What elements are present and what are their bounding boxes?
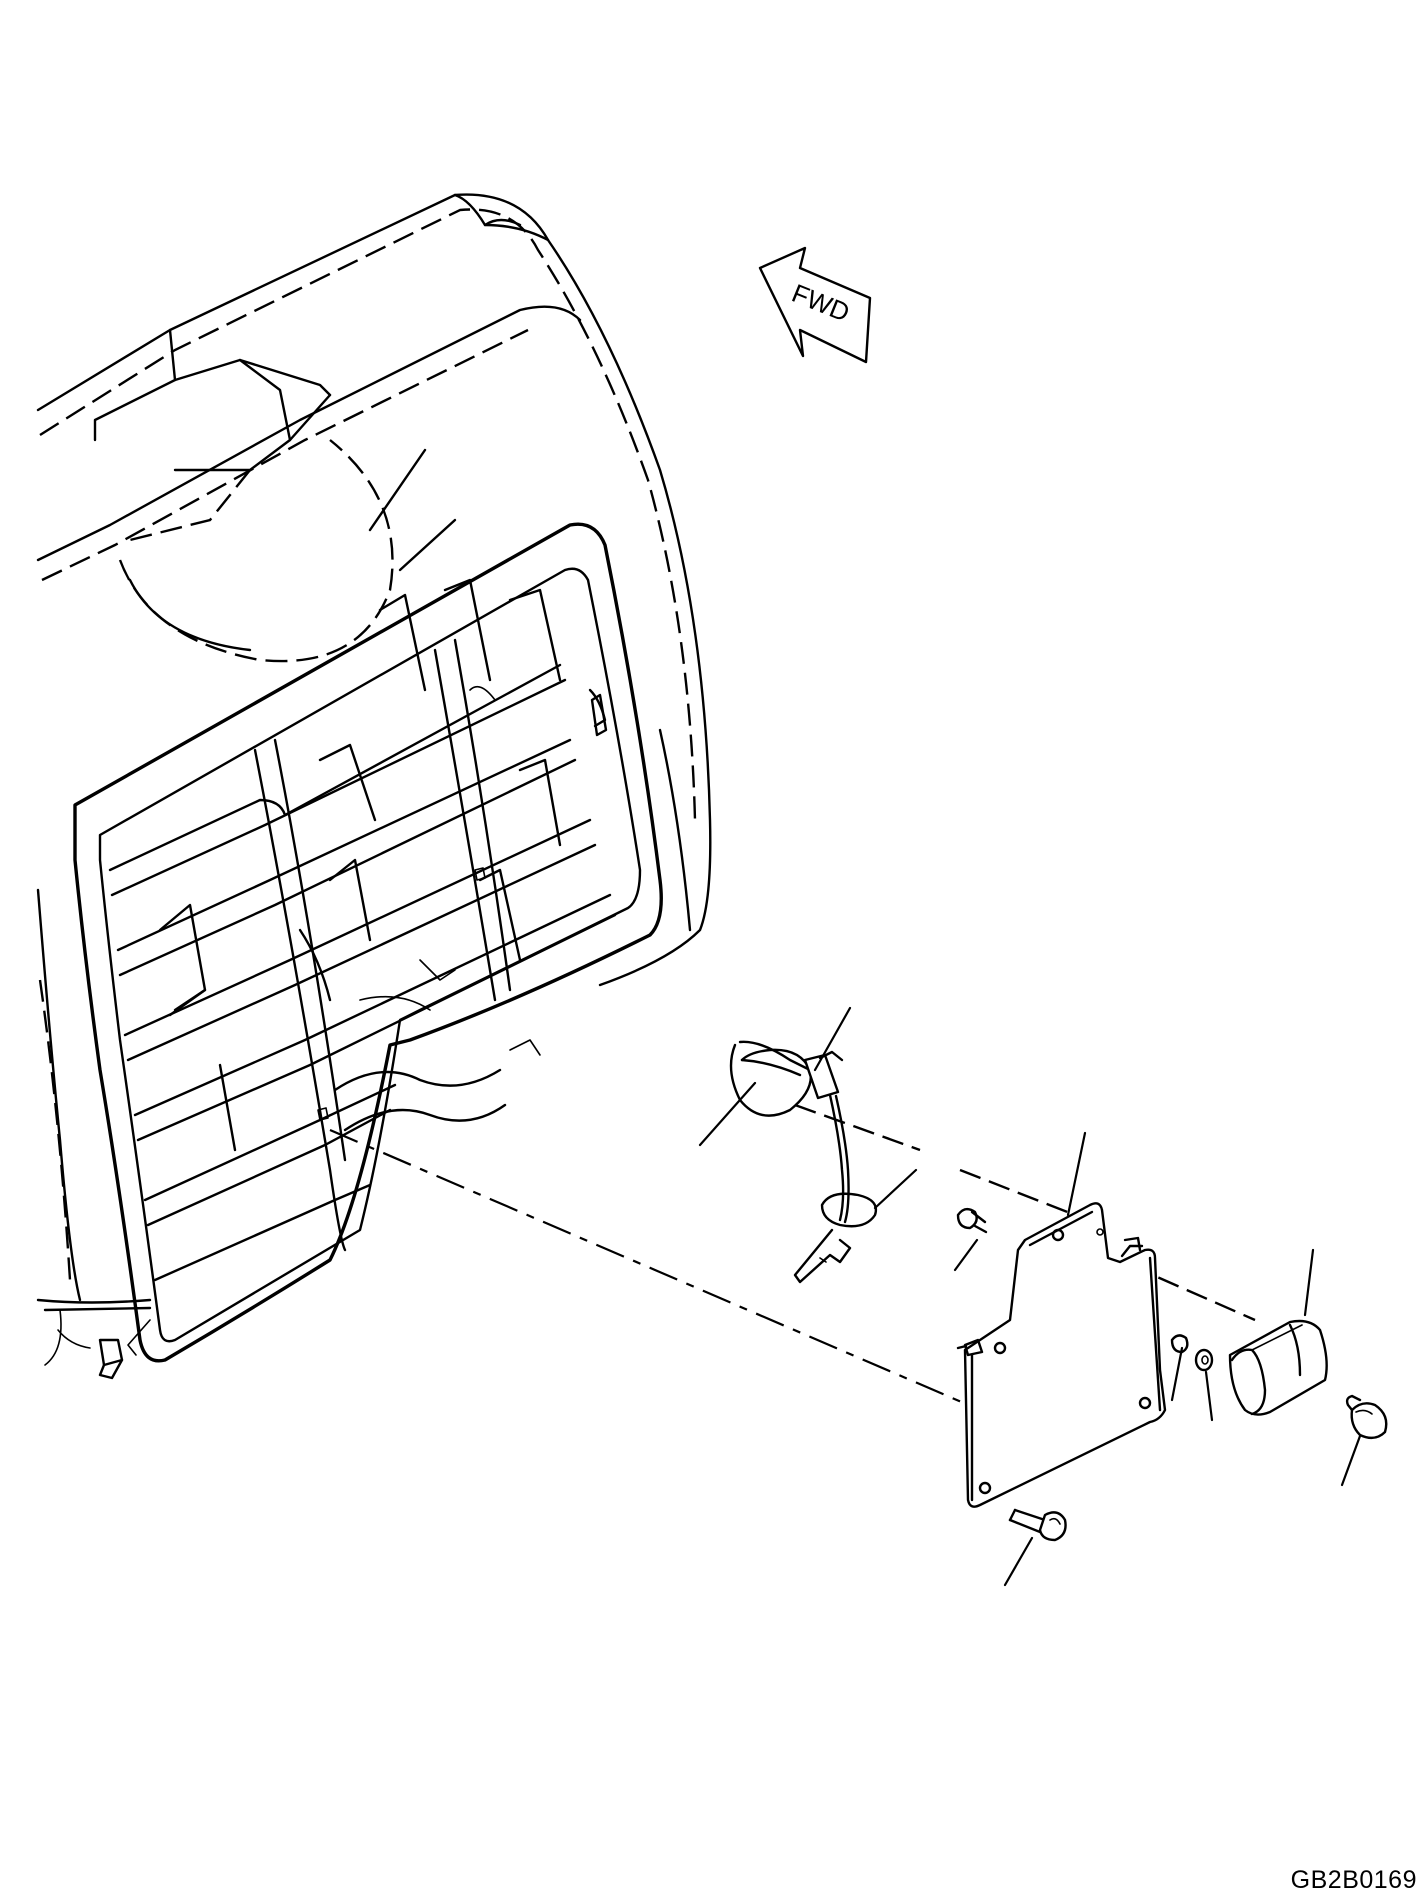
hood-cover <box>36 193 712 1380</box>
mounting-bracket <box>956 1202 1167 1508</box>
leader-lines <box>698 1006 1362 1587</box>
washer <box>1194 1348 1214 1372</box>
assembly-lines <box>329 1103 1256 1412</box>
drawing-id-label: GB2B0169 <box>1290 1866 1417 1894</box>
bolt-long <box>1008 1508 1067 1542</box>
nut <box>1170 1334 1189 1354</box>
grille <box>73 522 663 1363</box>
direction-label: FWD <box>788 278 854 328</box>
bulb <box>1345 1394 1388 1440</box>
forward-arrow-icon: FWD <box>758 246 872 364</box>
lamp <box>1228 1319 1328 1416</box>
bolt-small <box>956 1207 988 1234</box>
wire-harness <box>729 1040 878 1284</box>
